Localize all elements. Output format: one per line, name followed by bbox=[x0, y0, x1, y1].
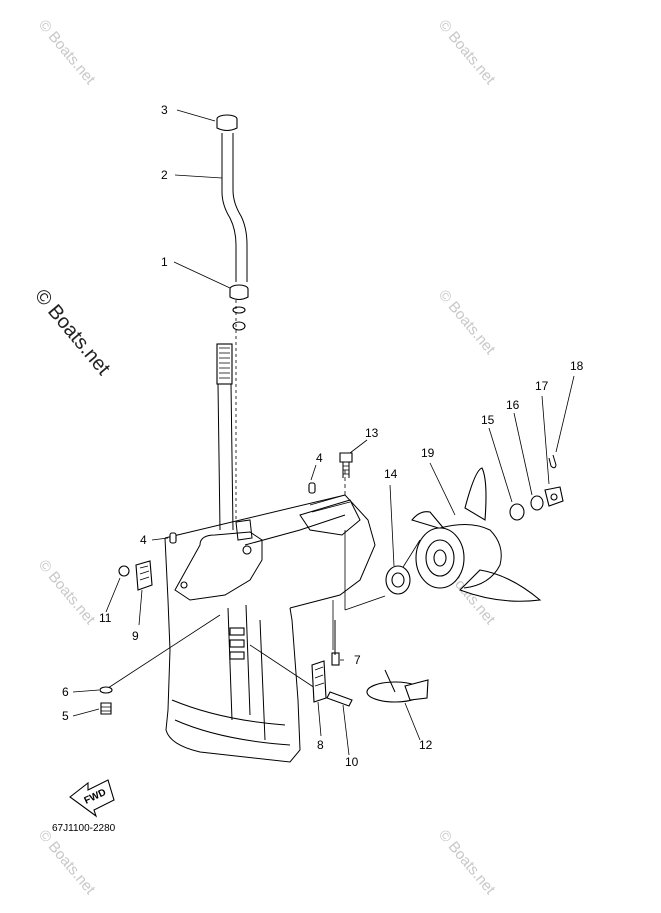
trim-tab bbox=[366, 669, 429, 703]
callout-18: 18 bbox=[570, 359, 584, 373]
callout-19: 19 bbox=[421, 446, 435, 460]
watermark: © Boats.net bbox=[435, 827, 499, 899]
drive-shaft bbox=[216, 300, 237, 531]
callout-11: 11 bbox=[99, 611, 112, 625]
callout-8: 8 bbox=[317, 738, 324, 752]
lower-casing bbox=[164, 494, 376, 763]
watermark: © Boats.net bbox=[435, 287, 499, 359]
water-tube-assembly bbox=[216, 114, 249, 331]
callout-labels: 3 2 1 4 4 13 14 19 15 16 17 18 11 9 7 6 … bbox=[62, 103, 584, 769]
callout-16: 16 bbox=[506, 398, 520, 412]
callout-2: 2 bbox=[161, 168, 168, 182]
watermark: © Boats.net bbox=[35, 827, 99, 899]
callout-9: 9 bbox=[132, 629, 139, 643]
callout-13: 13 bbox=[365, 426, 379, 440]
callout-3: 3 bbox=[161, 103, 168, 117]
callout-1: 1 bbox=[161, 255, 168, 269]
small-parts bbox=[99, 452, 353, 715]
leader-lines bbox=[104, 470, 421, 691]
callout-14: 14 bbox=[384, 467, 398, 481]
watermark: © Boats.net bbox=[435, 17, 499, 89]
callout-17: 17 bbox=[535, 379, 549, 393]
watermark: © Boats.net bbox=[35, 17, 99, 89]
callout-4-lower: 4 bbox=[140, 533, 147, 547]
callout-7: 7 bbox=[354, 653, 361, 667]
callout-15: 15 bbox=[481, 413, 495, 427]
callout-5: 5 bbox=[62, 709, 69, 723]
diagram-code: 67J1100-2280 bbox=[52, 823, 116, 834]
callout-10: 10 bbox=[345, 755, 359, 769]
watermark: © Boats.net bbox=[35, 557, 99, 629]
callout-leaders bbox=[72, 109, 575, 756]
callout-4-upper: 4 bbox=[316, 451, 323, 465]
watermark-prominent: © Boats.net bbox=[30, 285, 114, 380]
callout-12: 12 bbox=[419, 738, 433, 752]
fwd-arrow: FWD bbox=[69, 779, 115, 818]
propeller-assembly bbox=[385, 454, 564, 602]
callout-6: 6 bbox=[62, 685, 69, 699]
